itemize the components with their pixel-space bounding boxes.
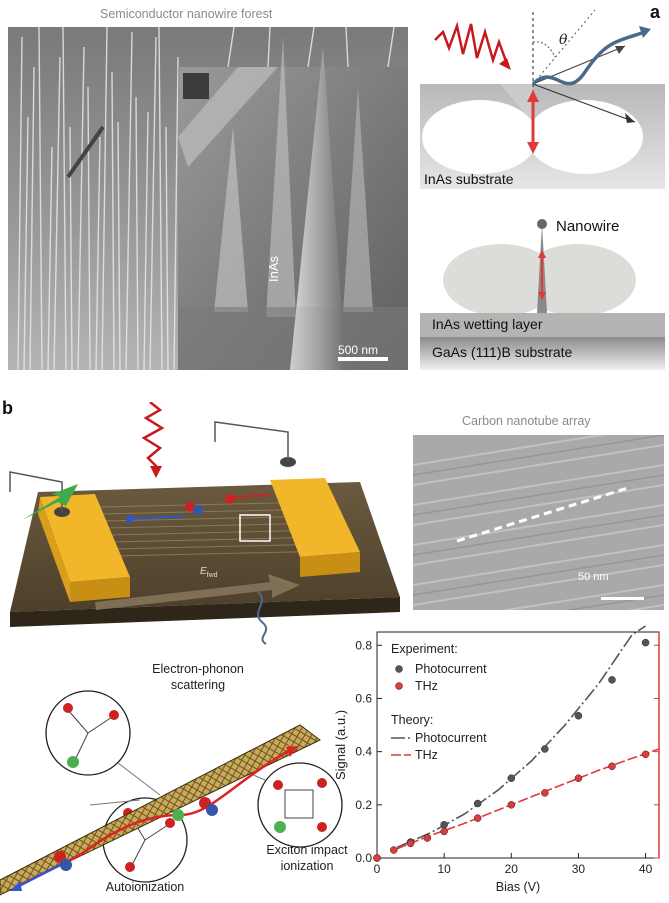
x-tick-label: 20 <box>505 862 519 876</box>
y-tick-label: 0.6 <box>355 691 372 705</box>
data-point-thz <box>373 854 381 862</box>
data-point-photocurrent <box>574 712 583 720</box>
legend-label: Photocurrent <box>415 662 487 676</box>
x-tick-label: 0 <box>374 862 381 876</box>
nanowire-forest-sem-image <box>8 27 408 370</box>
nanowire-label: Nanowire <box>556 218 620 235</box>
x-axis-label: Bias (V) <box>496 880 540 894</box>
inset-scalebar-label: 500 nm <box>338 343 379 357</box>
y-tick-label: 0.0 <box>355 851 372 865</box>
data-point-photocurrent <box>440 821 448 829</box>
data-point-thz <box>608 762 616 771</box>
legend-marker <box>395 682 403 690</box>
panel-a-letter: a <box>650 2 661 22</box>
data-point-thz <box>423 834 432 842</box>
data-point-photocurrent <box>507 774 516 782</box>
inas-wetting-layer-label: InAs wetting layer <box>432 316 543 332</box>
theta-symbol: θ <box>559 32 568 48</box>
y-tick-label: 0.4 <box>355 745 372 759</box>
inset-inas-label: InAs <box>266 255 281 282</box>
legend-label: Photocurrent <box>415 731 487 745</box>
sem-title: Semiconductor nanowire forest <box>100 7 273 21</box>
autoionization-label: Autoionization <box>105 880 185 894</box>
y-tick-label: 0.2 <box>355 798 372 812</box>
legend-label: THz <box>415 748 438 762</box>
y-axis-label: Signal (a.u.) <box>334 710 348 780</box>
gaas-substrate-label: GaAs (111)B substrate <box>432 344 573 360</box>
legend-label: THz <box>415 679 438 693</box>
x-tick-label: 30 <box>572 862 586 876</box>
data-point-thz <box>406 839 415 848</box>
x-tick-label: 10 <box>437 862 451 876</box>
legend-experiment-header: Experiment: <box>391 642 458 656</box>
cnt-device-schematic <box>9 402 400 645</box>
field-label-main: E <box>200 566 207 577</box>
carbon-nanotube-sem-image <box>413 435 664 610</box>
field-label: Efwd <box>200 566 218 579</box>
cnt-scattering-schematic <box>0 690 343 896</box>
legend-marker <box>395 665 403 673</box>
data-point-thz <box>507 801 516 809</box>
electron-phonon-label: Electron-phonon scattering <box>152 662 244 692</box>
substrate-emission-schematic <box>420 9 665 189</box>
data-point-thz <box>473 814 482 822</box>
data-point-thz <box>390 846 398 854</box>
x-tick-label: 40 <box>639 862 653 876</box>
data-point-photocurrent <box>641 638 650 647</box>
inas-substrate-label: InAs substrate <box>424 171 514 187</box>
data-point-thz <box>641 750 650 759</box>
field-label-sub: fwd <box>206 572 218 579</box>
y-tick-label: 0.8 <box>355 638 372 652</box>
cnt-title: Carbon nanotube array <box>462 414 591 428</box>
exciton-impact-label: Exciton impact ionization <box>266 843 348 873</box>
panel-b-letter: b <box>2 398 13 418</box>
legend-theory-header: Theory: <box>391 713 433 727</box>
nanowire-emission-schematic <box>420 219 665 370</box>
data-point-photocurrent <box>473 799 482 808</box>
cnt-scalebar-label: 50 nm <box>578 571 609 583</box>
data-point-thz <box>541 789 549 797</box>
data-point-photocurrent <box>608 676 616 684</box>
data-point-thz <box>440 827 448 836</box>
data-point-photocurrent <box>541 745 549 753</box>
data-point-thz <box>574 774 583 782</box>
